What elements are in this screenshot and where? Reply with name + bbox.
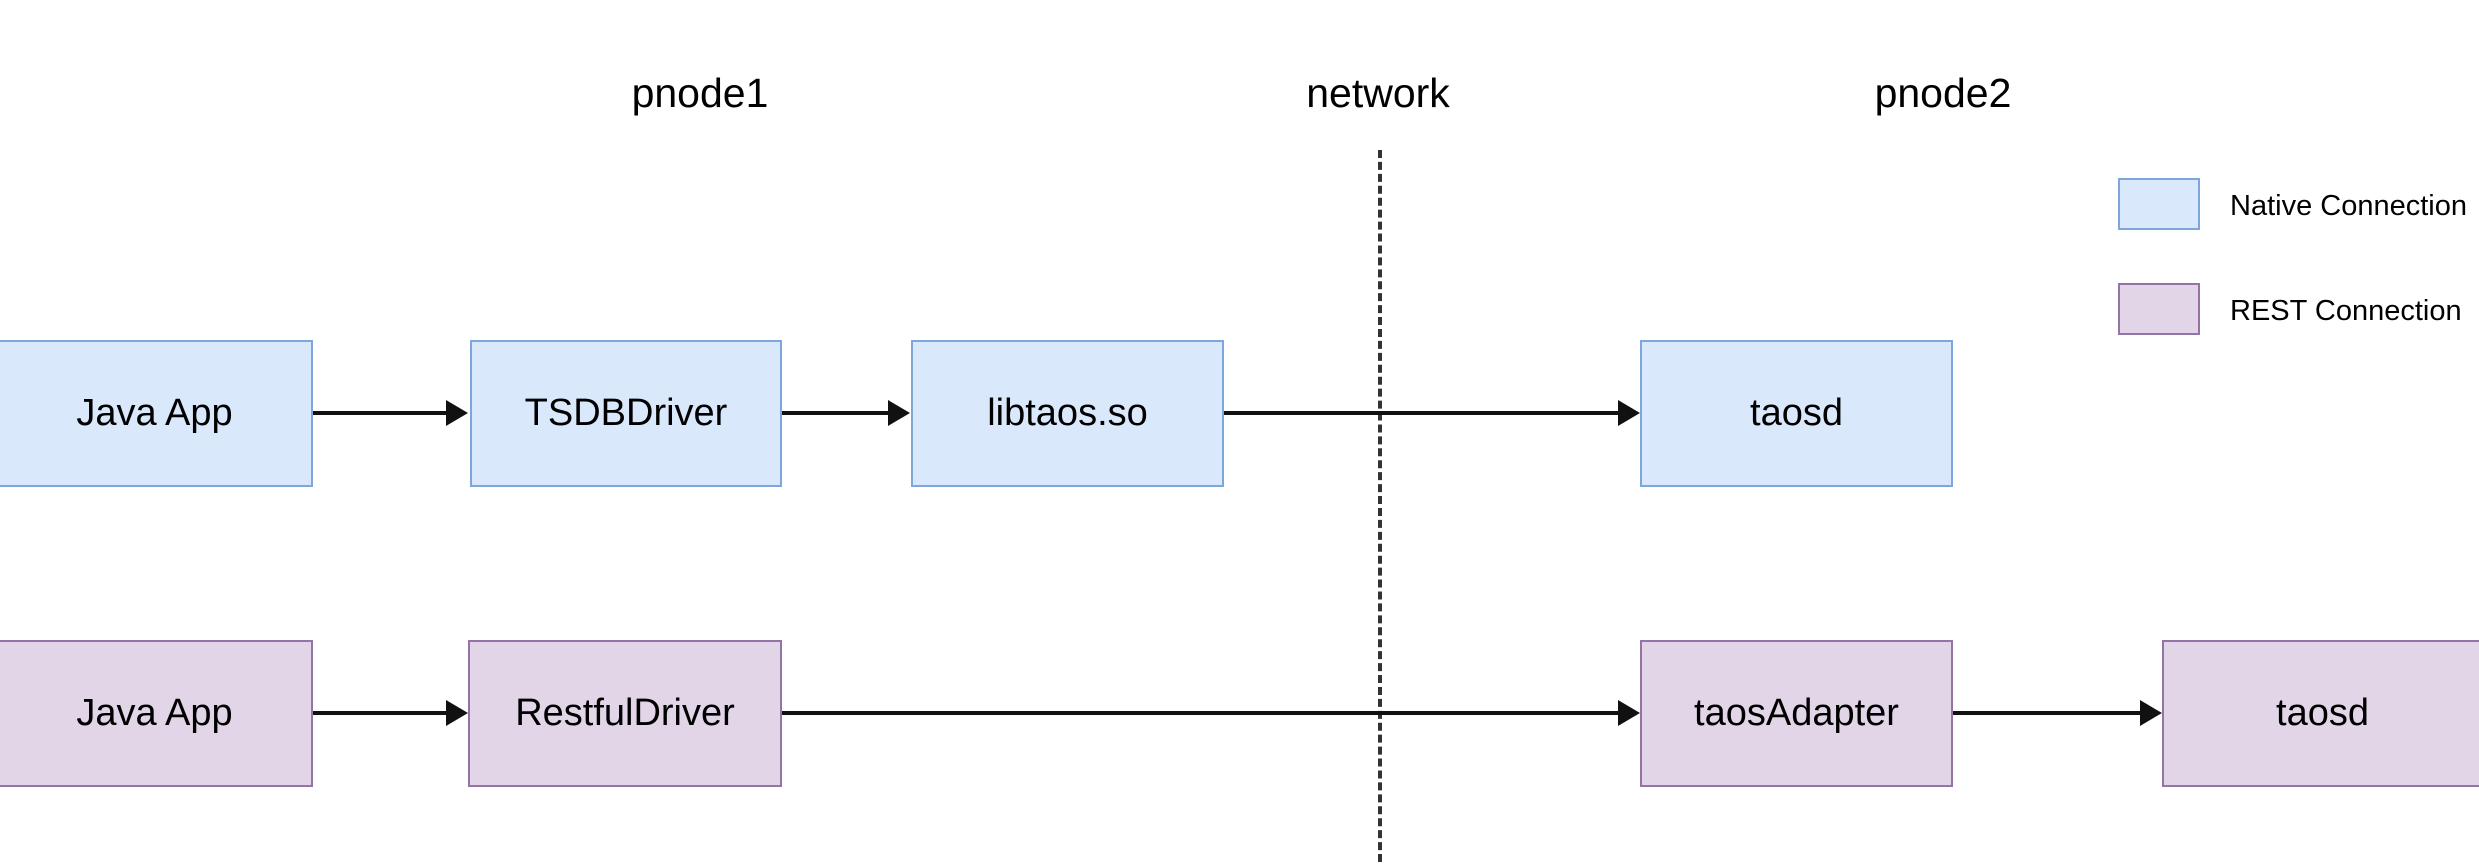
edge-taosadapter-to-taosd: [1953, 711, 2140, 715]
arrowhead-taosadapter-to-taosd: [2140, 700, 2162, 726]
arrowhead-restfuldriver-to-taosadapter: [1618, 700, 1640, 726]
network-divider: [1378, 150, 1382, 862]
column-label-pnode2: pnode2: [1874, 70, 2012, 116]
node-label: Java App: [76, 692, 233, 734]
node-label: RestfulDriver: [515, 692, 735, 734]
node-label: libtaos.so: [987, 392, 1148, 434]
node-restfuldriver[interactable]: RestfulDriver: [468, 640, 782, 787]
arrowhead-javaapp-to-tsdbdriver: [446, 400, 468, 426]
column-label-pnode1: pnode1: [631, 70, 769, 116]
legend-label-native-connection: Native Connection: [2230, 190, 2467, 222]
node-taosd-native[interactable]: taosd: [1640, 340, 1953, 487]
arrowhead-tsdbdriver-to-libtaos: [888, 400, 910, 426]
edge-restfuldriver-to-taosadapter: [782, 711, 1618, 715]
node-label: taosd: [2276, 692, 2369, 734]
node-taosd-rest[interactable]: taosd: [2162, 640, 2479, 787]
legend-label-rest-connection: REST Connection: [2230, 295, 2462, 327]
column-label-network: network: [1306, 70, 1450, 116]
node-label: taosd: [1750, 392, 1843, 434]
edge-javaapp-to-restfuldriver: [313, 711, 446, 715]
node-libtaos-so[interactable]: libtaos.so: [911, 340, 1224, 487]
node-taosadapter[interactable]: taosAdapter: [1640, 640, 1953, 787]
edge-libtaos-to-taosd: [1224, 411, 1618, 415]
legend-swatch-native-connection: [2118, 178, 2200, 230]
legend-swatch-rest-connection: [2118, 283, 2200, 335]
arrowhead-javaapp-to-restfuldriver: [446, 700, 468, 726]
node-label: TSDBDriver: [524, 392, 728, 434]
node-tsdbdriver[interactable]: TSDBDriver: [470, 340, 782, 487]
arrowhead-libtaos-to-taosd: [1618, 400, 1640, 426]
node-label: taosAdapter: [1694, 692, 1899, 734]
node-label: Java App: [76, 392, 233, 434]
edge-tsdbdriver-to-libtaos: [782, 411, 888, 415]
node-java-app-rest[interactable]: Java App: [0, 640, 313, 787]
node-java-app-native[interactable]: Java App: [0, 340, 313, 487]
edge-javaapp-to-tsdbdriver: [313, 411, 446, 415]
